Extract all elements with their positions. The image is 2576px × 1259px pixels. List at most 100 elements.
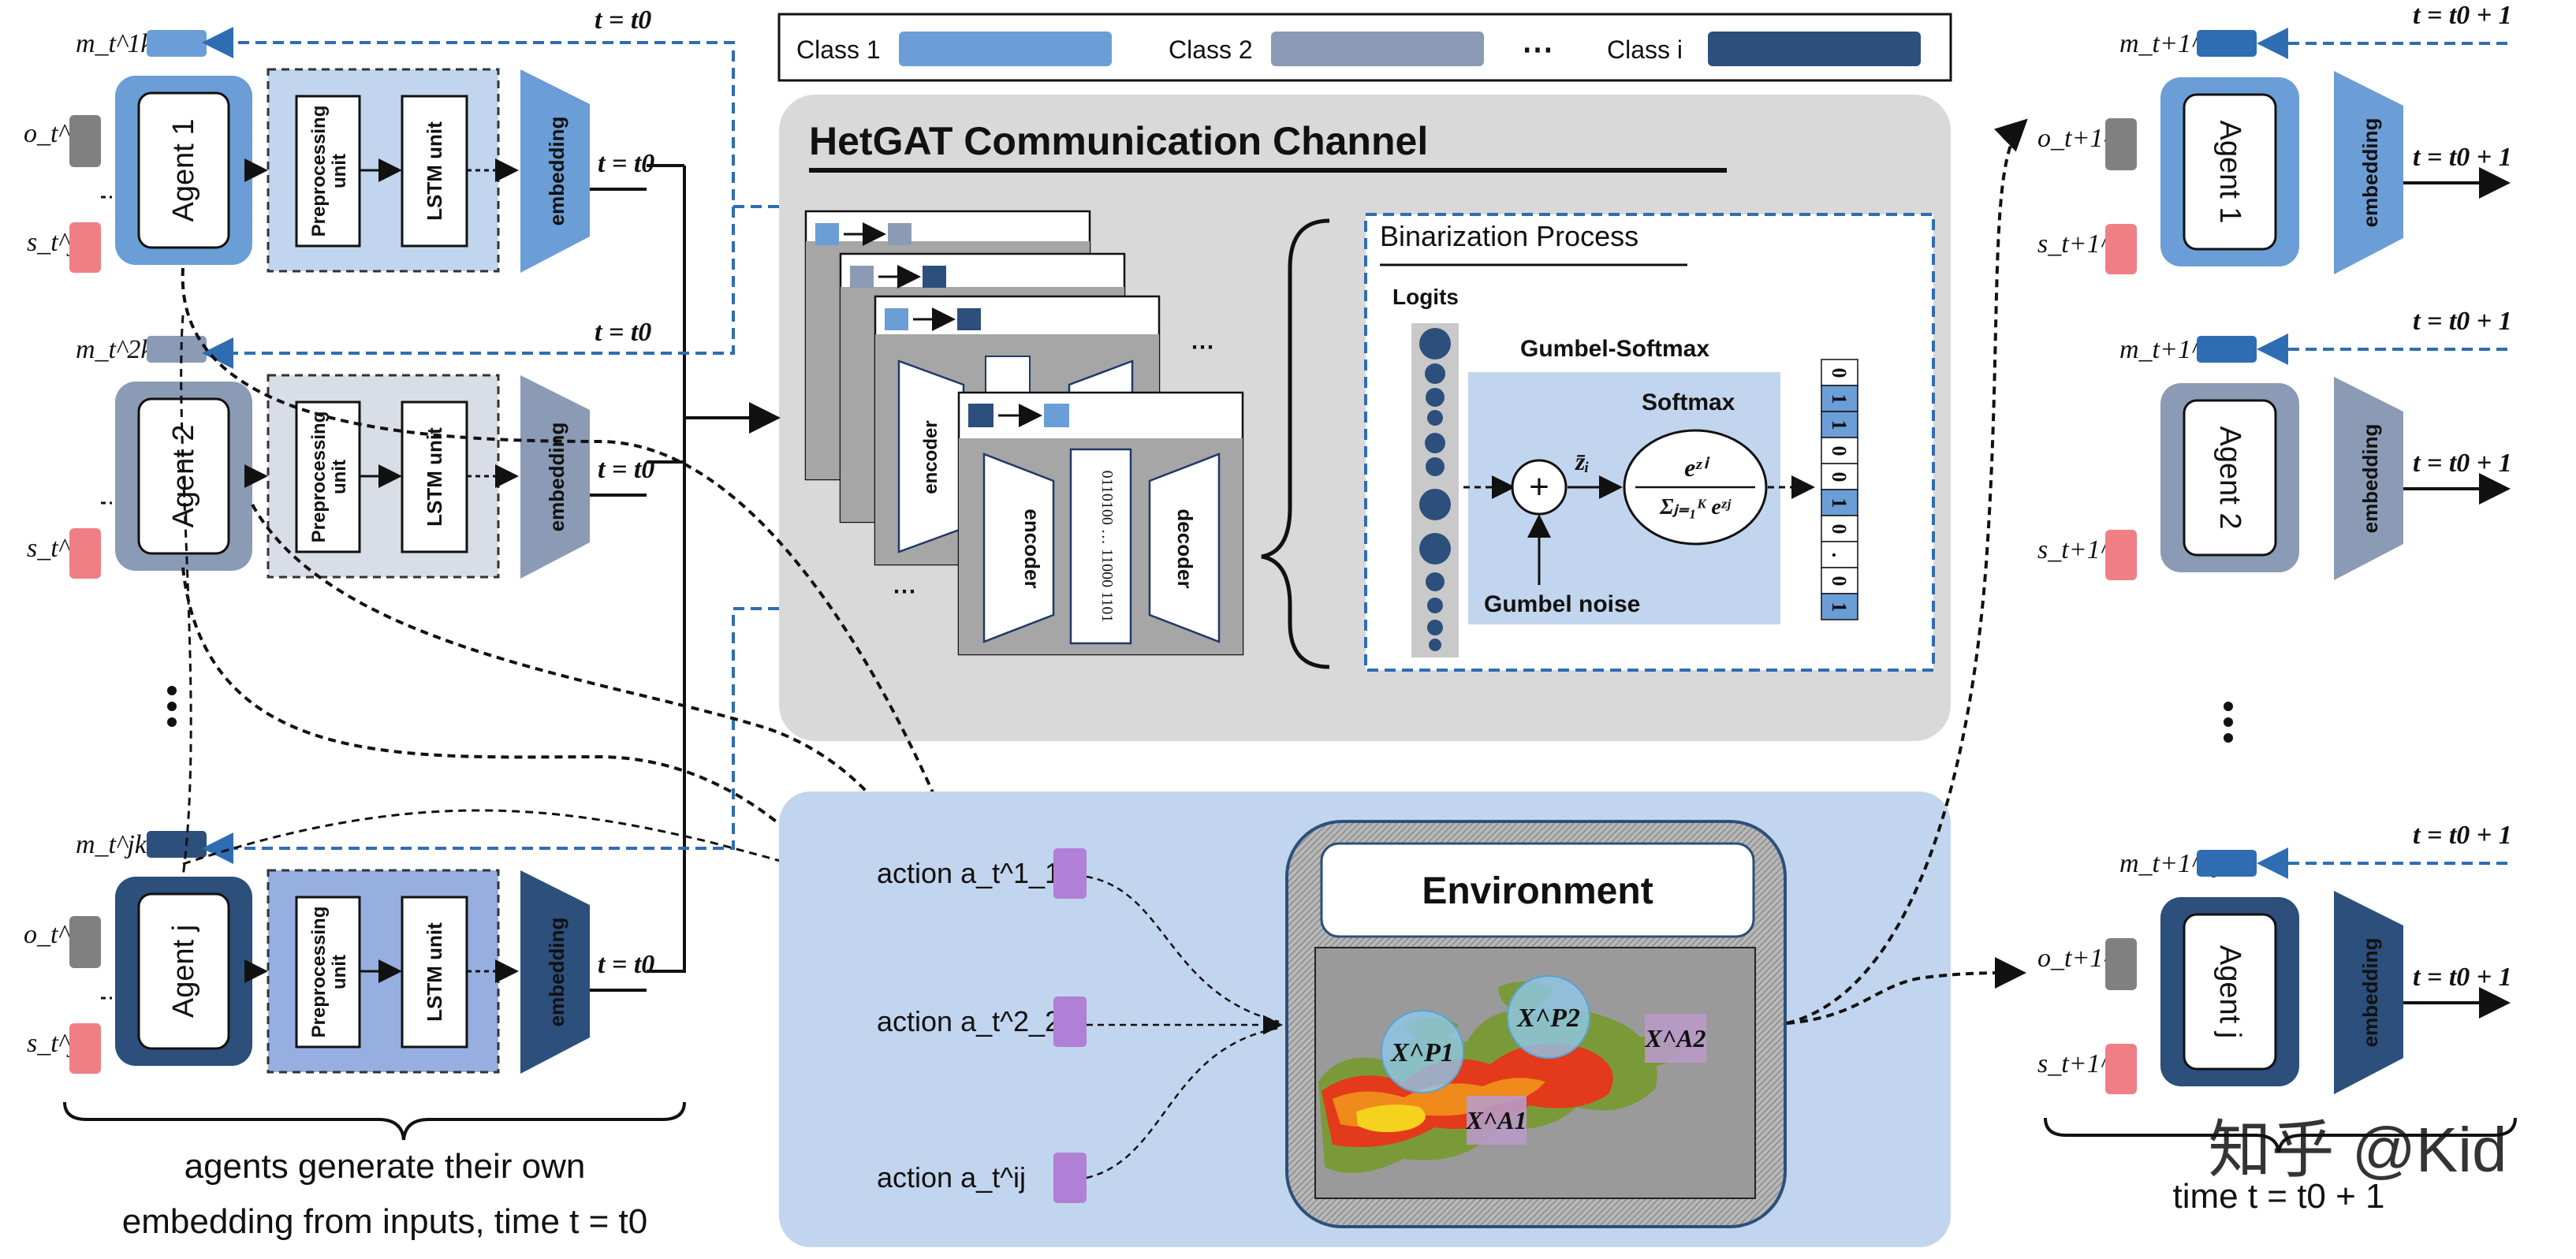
top-time-label: t = t0 (595, 6, 651, 35)
legend: Class 1 Class 2 ⋯ Class i (777, 13, 1952, 82)
message-time-label: t = t0 + 1 (2413, 307, 2512, 336)
state-label: s_t^j (27, 1029, 76, 1058)
marker-xa2: X^A2 (1645, 1024, 1706, 1052)
agent-label: Agent j (2213, 945, 2246, 1038)
stack-ellipsis-right: ⋯ (1191, 334, 1214, 360)
state-block (69, 1023, 101, 1074)
caption-line-2: embedding from inputs, time t = t0 (122, 1202, 647, 1241)
environment-title: Environment (1422, 870, 1653, 912)
action-label: action a_t^2_2 (877, 1005, 1061, 1037)
state-block (69, 222, 101, 273)
hetgat-channel: HetGAT Communication Channel encoder (779, 95, 1951, 741)
marker-xp1: X^P1 (1390, 1038, 1454, 1067)
bit-9: 1 (1828, 602, 1851, 613)
embedding-block (520, 870, 590, 1074)
observation-block (2105, 938, 2137, 990)
bit-5: 1 (1828, 498, 1851, 508)
action-square (1053, 996, 1087, 1047)
action-2: action a_t^2_2 (877, 996, 1087, 1047)
legend-swatch-class-1 (899, 32, 1112, 66)
message-label: m_t^jk (76, 830, 147, 859)
message-time-label: t = t0 + 1 (2413, 821, 2512, 850)
encoder-label-back: encoder (920, 420, 941, 494)
formula-numerator: eᶻⁱ (1684, 453, 1710, 482)
action-label: action a_t^ij (877, 1161, 1026, 1194)
bit-3: 0 (1828, 446, 1851, 456)
preprocessing-label: Preprocessingunit (308, 412, 350, 543)
environment-outputs (1786, 118, 2028, 1025)
message-tag (2197, 30, 2257, 57)
right-time-caption: time t = t0 + 1 (2172, 1177, 2384, 1216)
agent-label: Agent 2 (2213, 426, 2246, 530)
message-tag (147, 336, 207, 363)
action-label: action a_t^1_1 (877, 857, 1061, 889)
code-vector: 0110100 … 11000 1101 (1098, 471, 1116, 623)
message-tag (2197, 336, 2257, 363)
softmax-label: Softmax (1642, 389, 1735, 415)
embedding-label: embedding (2358, 938, 2382, 1048)
time-label: t = t0 (598, 149, 654, 178)
embedding-label: embedding (545, 423, 569, 532)
state-block (69, 528, 101, 579)
embedding-label: embedding (2358, 424, 2382, 534)
time-label: t = t0 + 1 (2413, 963, 2512, 992)
observation-block (2105, 118, 2137, 170)
formula-denominator: Σⱼ₌₁ᴷ eᶻʲ (1659, 495, 1732, 520)
channel-title: HetGAT Communication Channel (809, 119, 1428, 163)
message-tag (2197, 850, 2257, 877)
zbar-label: z̄ᵢ (1575, 447, 1590, 475)
embedding-block (2334, 377, 2403, 580)
time-label: t = t0 + 1 (2413, 449, 2512, 478)
encoder-decoder-stack: encoder encoder 0110100 … 11000 1101 dec… (804, 210, 1244, 656)
environment-markers: X^P1 X^P2 X^A1 X^A2 (1381, 975, 1706, 1145)
legend-swatch-class-2 (1271, 32, 1484, 66)
stack-ellipsis-bottom: ⋯ (893, 579, 916, 605)
gumbel-softmax-label: Gumbel-Softmax (1520, 336, 1709, 362)
legend-ellipsis: ⋯ (1522, 32, 1553, 67)
bit-6: 0 (1828, 524, 1851, 535)
agent-label: Agent 1 (2213, 121, 2246, 224)
preprocessing-label: Preprocessingunit (308, 907, 350, 1038)
message-tag (147, 30, 207, 57)
mid-time-label: t = t0 (595, 318, 651, 347)
agent-label: Agent 1 (167, 119, 200, 222)
action-square (1053, 848, 1087, 899)
watermark: 知乎 @Kid (2208, 1115, 2507, 1185)
state-label: s_t^j (27, 228, 76, 257)
logits-label: Logits (1392, 285, 1459, 309)
embedding-block (520, 375, 590, 579)
bit-7: . (1828, 553, 1851, 558)
lstm-label: LSTM unit (423, 427, 446, 527)
binarization-title: Binarization Process (1380, 220, 1638, 252)
bit-0: 0 (1828, 368, 1851, 378)
binarization-process: Binarization Process Logits Gumbel-Softm… (1364, 213, 1935, 672)
state-block (2105, 530, 2137, 580)
action-1: action a_t^1_1 (877, 848, 1087, 899)
state-block (2105, 224, 2137, 274)
gumbel-noise-label: Gumbel noise (1484, 591, 1640, 617)
encoder-label: encoder (1020, 508, 1044, 588)
message-tag (147, 831, 207, 858)
state-block (2105, 1044, 2137, 1094)
action-3: action a_t^ij (877, 1153, 1087, 1203)
plus-sign: + (1529, 467, 1549, 506)
logit-dots (1419, 328, 1451, 651)
bit-2: 1 (1828, 420, 1851, 430)
embedding-block (520, 69, 590, 273)
legend-swatch-class-i (1708, 32, 1921, 66)
embedding-label: embedding (2358, 118, 2382, 228)
lstm-label: LSTM unit (423, 922, 446, 1022)
right-caption: time t = t0 + 1 知乎 @Kid (2044, 1115, 2517, 1216)
message-time-label: t = t0 + 1 (2413, 1, 2512, 30)
left-caption: agents generate their own embedding from… (63, 1101, 686, 1241)
legend-label-class-i: Class i (1607, 35, 1683, 64)
embedding-label: embedding (545, 918, 569, 1027)
message-label: m_t^1k (76, 29, 153, 58)
time-label: t = t0 (598, 950, 654, 979)
